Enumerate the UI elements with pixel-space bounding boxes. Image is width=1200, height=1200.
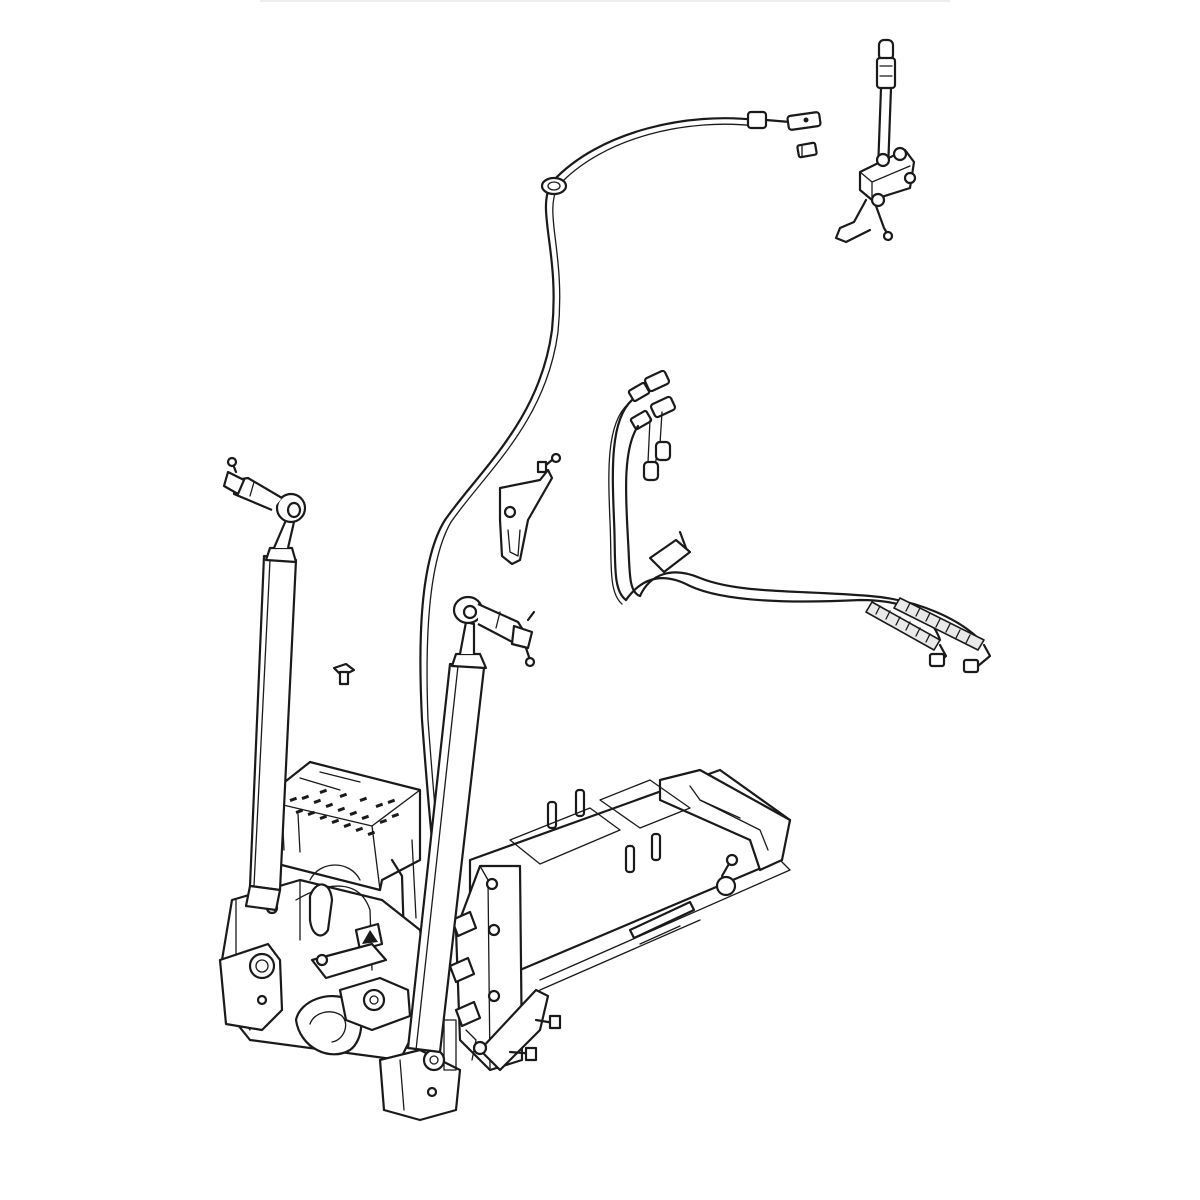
right-lift-rod xyxy=(406,595,536,1054)
mounting-bracket xyxy=(498,452,562,566)
cable-nut xyxy=(796,141,818,159)
cable-clevis xyxy=(764,111,822,131)
hydraulic-hose-assembly xyxy=(608,369,992,674)
left-lift-rod xyxy=(222,456,307,912)
control-lever xyxy=(834,38,917,244)
hitch-frame-assembly xyxy=(218,760,792,1122)
loose-bolt xyxy=(332,662,356,686)
